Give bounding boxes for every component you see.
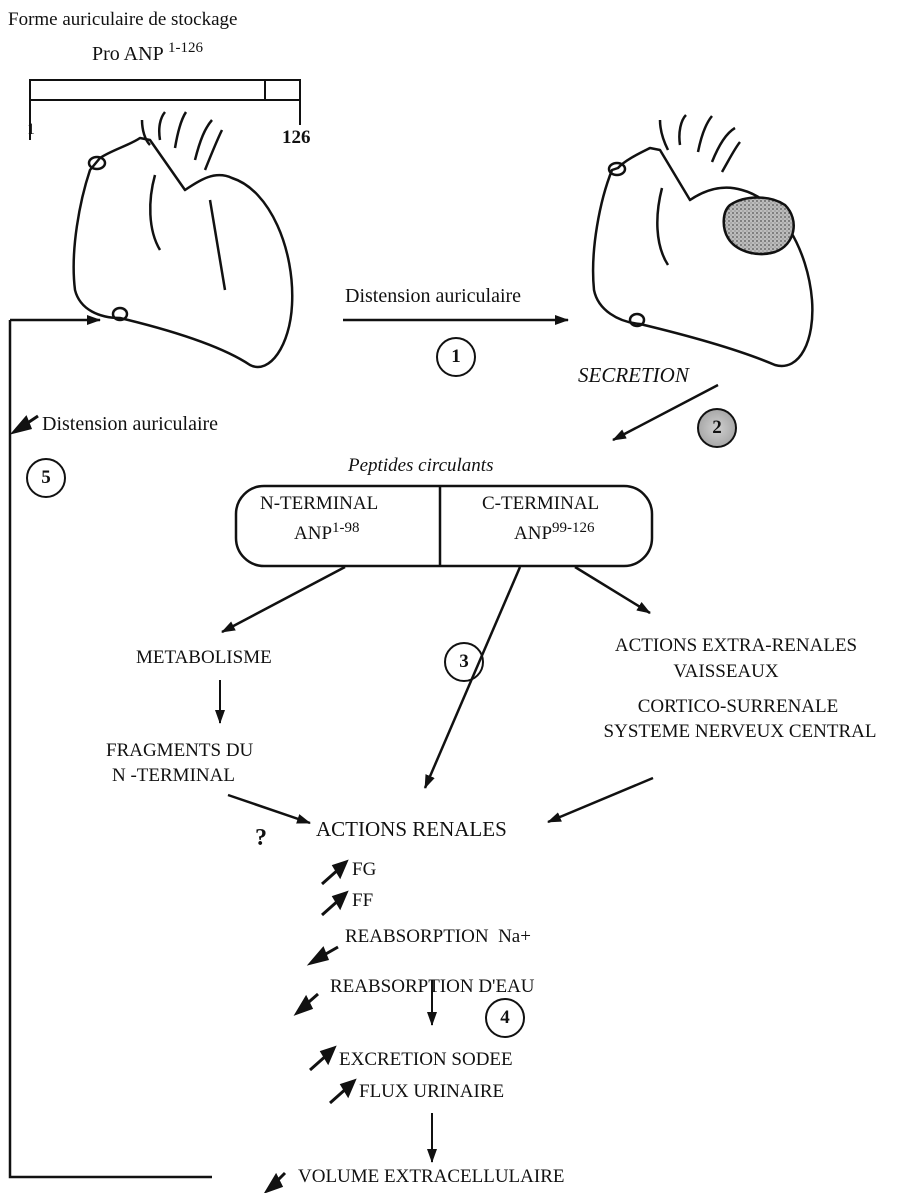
extra-renal-line1: ACTIONS EXTRA-RENALES xyxy=(615,636,857,655)
n-terminal-label: N-TERMINAL xyxy=(260,494,378,513)
decrease-arrow-icon xyxy=(297,994,318,1013)
step1-number: 1 xyxy=(436,337,476,377)
pro-anp-label: Pro ANP 1-126 xyxy=(92,44,203,64)
excretion-label: EXCRETION SODEE xyxy=(339,1050,513,1069)
increase-arrow-icon xyxy=(322,893,346,915)
metabolisme-label: METABOLISME xyxy=(136,648,272,667)
step2-number: 2 xyxy=(697,408,737,448)
heart-left-icon xyxy=(74,112,293,367)
extra-renal-line4: SYSTEME NERVEUX CENTRAL xyxy=(604,722,877,741)
extra-renal-line3: CORTICO-SURRENALE xyxy=(638,697,838,716)
decrease-arrow-icon xyxy=(14,416,38,432)
fragments-line2: N -TERMINAL xyxy=(112,766,235,785)
renal-title: ACTIONS RENALES xyxy=(316,819,507,840)
pro-anp-bar xyxy=(30,80,300,140)
volume-label: VOLUME EXTRACELLULAIRE xyxy=(298,1167,565,1186)
step3-number: 3 xyxy=(444,642,484,682)
increase-arrow-icon xyxy=(330,1081,354,1103)
fragments-line1: FRAGMENTS DU xyxy=(106,741,253,760)
heart-right-icon xyxy=(593,115,812,366)
extra-renal-line2: VAISSEAUX xyxy=(673,662,778,681)
feedback-label: Distension auriculaire xyxy=(42,414,218,434)
renal-item-water: REABSORPTION D'EAU xyxy=(330,977,535,996)
step5-number: 5 xyxy=(26,458,66,498)
renal-item-ff: FF xyxy=(352,891,373,910)
increase-arrow-icon xyxy=(322,862,346,884)
renal-item-fg: FG xyxy=(352,860,376,879)
circulating-title: Peptides circulants xyxy=(348,456,493,475)
decrease-arrow-icon xyxy=(267,1173,285,1191)
bar-end-label: 126 xyxy=(282,128,311,147)
storage-title: Forme auriculaire de stockage xyxy=(8,10,237,29)
arrow-to-metabolisme xyxy=(222,567,345,632)
renal-item-na: REABSORPTION Na+ xyxy=(345,927,531,946)
question-mark: ? xyxy=(255,825,267,852)
urinary-flux-label: FLUX URINAIRE xyxy=(359,1082,504,1101)
arrow-fragments-to-renal xyxy=(228,795,310,823)
decrease-arrow-icon xyxy=(311,947,338,963)
arrow-extra-to-renal xyxy=(548,778,653,822)
increase-arrow-icon xyxy=(310,1048,334,1070)
step4-number: 4 xyxy=(485,998,525,1038)
c-terminal-label: C-TERMINAL xyxy=(482,494,599,513)
bar-start-label: 1 xyxy=(27,122,35,138)
secretion-label: SECRETION xyxy=(578,365,689,386)
n-anp-label: ANP1-98 xyxy=(294,524,360,543)
step1-label: Distension auriculaire xyxy=(345,286,521,306)
arrow-to-extra-renal xyxy=(575,567,650,613)
c-anp-label: ANP99-126 xyxy=(514,524,595,543)
